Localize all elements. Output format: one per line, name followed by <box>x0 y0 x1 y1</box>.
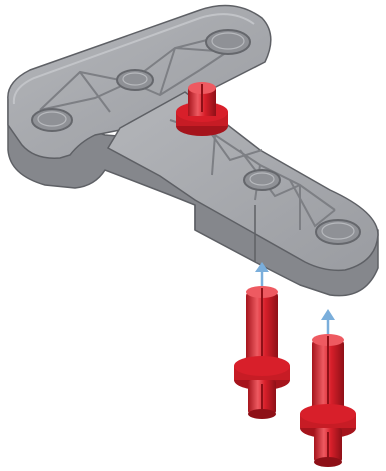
t-beam <box>8 6 378 296</box>
insert-arrow-right <box>321 309 335 338</box>
loose-pin-left <box>234 286 290 419</box>
loose-pin-right <box>300 334 356 467</box>
